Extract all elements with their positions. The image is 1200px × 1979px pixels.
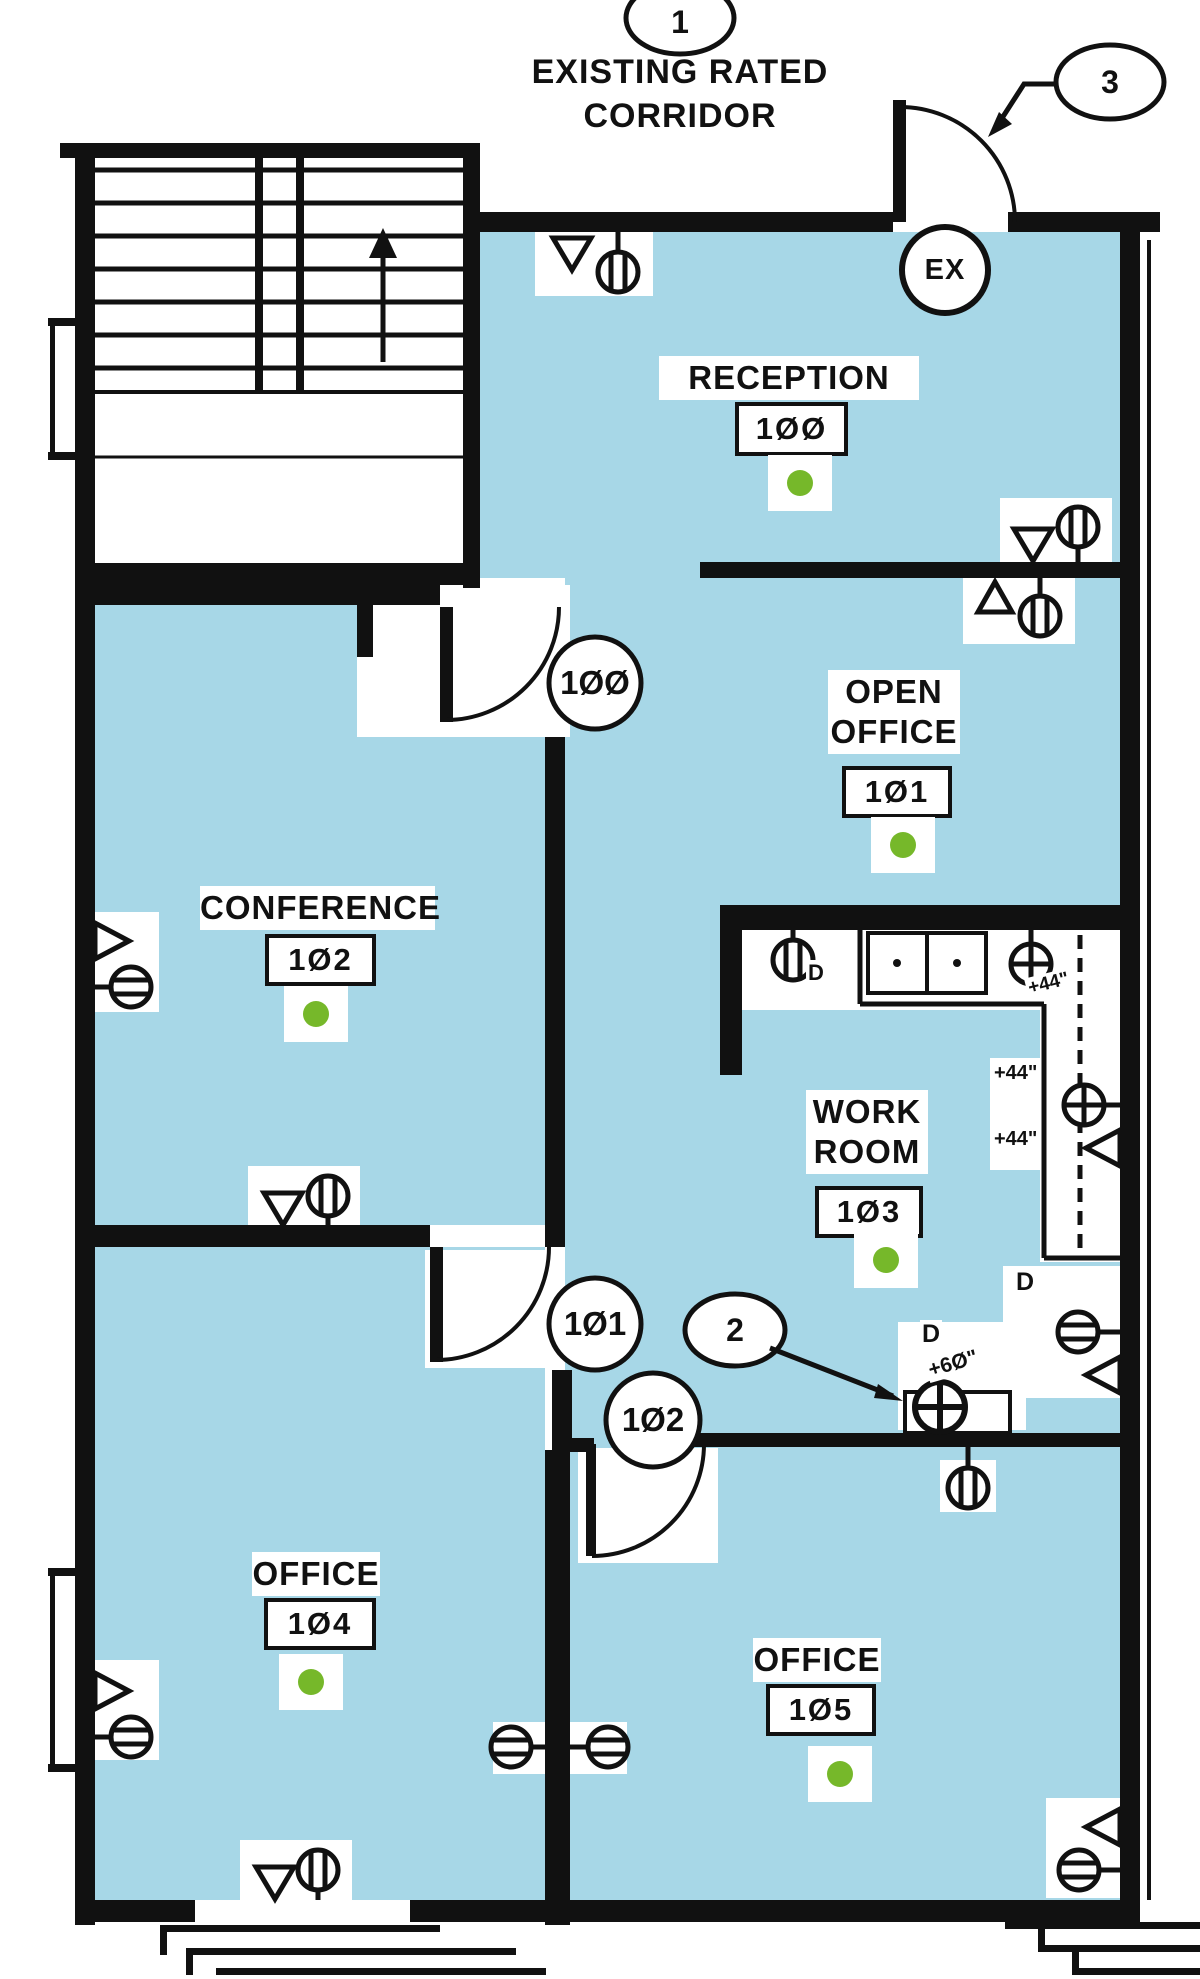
green-dot-icon xyxy=(873,1247,899,1273)
receptacle-icon xyxy=(948,1468,988,1508)
door-swings xyxy=(435,105,1017,1558)
room-label-office-105: OFFICE xyxy=(753,1638,881,1682)
callout-1-balloon xyxy=(623,0,737,57)
green-dot-icon xyxy=(303,1001,329,1027)
callout-2: 2 xyxy=(726,1311,744,1348)
door-tag-101-circle xyxy=(546,1275,644,1373)
door-tag-102-circle xyxy=(603,1370,703,1470)
corridor-label: EXISTING RATED CORRIDOR xyxy=(531,53,829,135)
door-swing-corridor xyxy=(899,105,1017,223)
receptacle-icon xyxy=(1058,1312,1098,1352)
tag-shapes xyxy=(546,0,1167,1470)
receptacle-icon xyxy=(111,967,151,1007)
receptacle-60-icon xyxy=(912,1379,968,1435)
door-tag-102: 1Ø2 xyxy=(621,1401,685,1438)
walls xyxy=(48,100,1200,1975)
dimmer-label: D xyxy=(806,960,826,986)
room-number-open-office: 1Ø1 xyxy=(842,766,952,818)
white-halos xyxy=(95,230,1140,1902)
door-swing-102 xyxy=(591,1443,706,1558)
counter xyxy=(857,930,1140,1261)
device-dot-work-room xyxy=(854,1232,918,1288)
device-dot-reception xyxy=(768,455,832,511)
leader-arrows xyxy=(769,81,1056,1401)
room-label-office-104: OFFICE xyxy=(252,1552,380,1596)
room-label-conference: CONFERENCE xyxy=(200,886,440,930)
room-number-office-105: 1Ø5 xyxy=(766,1684,876,1736)
door-tag-101: 1Ø1 xyxy=(563,1305,627,1342)
receptacle-44-icon xyxy=(1064,1085,1104,1125)
room-label-work-room: WORK ROOM xyxy=(806,1090,928,1174)
receptacle-icon xyxy=(1020,596,1060,636)
stair-up-arrow xyxy=(369,228,397,362)
door-swing-101 xyxy=(435,1246,551,1362)
callout-3: 3 xyxy=(1101,63,1119,100)
receptacle-icon xyxy=(1059,1850,1099,1890)
receptacle-icon xyxy=(308,1176,348,1216)
device-dot-conference xyxy=(284,986,348,1042)
receptacle-icon xyxy=(588,1727,628,1767)
room-label-open-office: OPEN OFFICE xyxy=(828,670,960,754)
green-dot-icon xyxy=(787,470,813,496)
room-number-office-104: 1Ø4 xyxy=(264,1598,376,1650)
callout-1: 1 xyxy=(671,3,689,40)
exit-circle xyxy=(899,224,991,316)
room-label-reception: RECEPTION xyxy=(659,356,919,400)
receptacle-icon xyxy=(491,1727,531,1767)
door-swing-100 xyxy=(445,606,561,722)
height-44-label: +44" xyxy=(992,1062,1040,1085)
green-dot-icon xyxy=(890,832,916,858)
device-stems xyxy=(95,232,1120,1900)
stairs xyxy=(95,150,463,459)
receptacle-icon xyxy=(1058,507,1098,547)
sink-icon xyxy=(866,931,988,995)
device-dot-office-104 xyxy=(279,1654,343,1710)
device-symbols xyxy=(95,238,1120,1899)
room-number-conference: 1Ø2 xyxy=(265,934,376,986)
dimmer-label: D xyxy=(1014,1268,1037,1297)
door-tag-100-circle xyxy=(546,634,644,732)
dimmer-label: D xyxy=(920,1320,943,1349)
receptacle-icon xyxy=(598,252,638,292)
room-number-work-room: 1Ø3 xyxy=(815,1186,923,1238)
device-dot-open-office xyxy=(871,817,935,873)
green-dot-icon xyxy=(827,1761,853,1787)
room-number-reception: 1ØØ xyxy=(735,402,848,456)
receptacle-icon xyxy=(111,1717,151,1757)
exit-tag: EX xyxy=(924,253,966,286)
receptacle-icon xyxy=(298,1850,338,1890)
callout-2-balloon xyxy=(682,1291,788,1369)
device-dot-office-105 xyxy=(808,1746,872,1802)
green-dot-icon xyxy=(298,1669,324,1695)
height-44-label: +44" xyxy=(992,1128,1040,1151)
door-tag-100: 1ØØ xyxy=(560,664,630,701)
